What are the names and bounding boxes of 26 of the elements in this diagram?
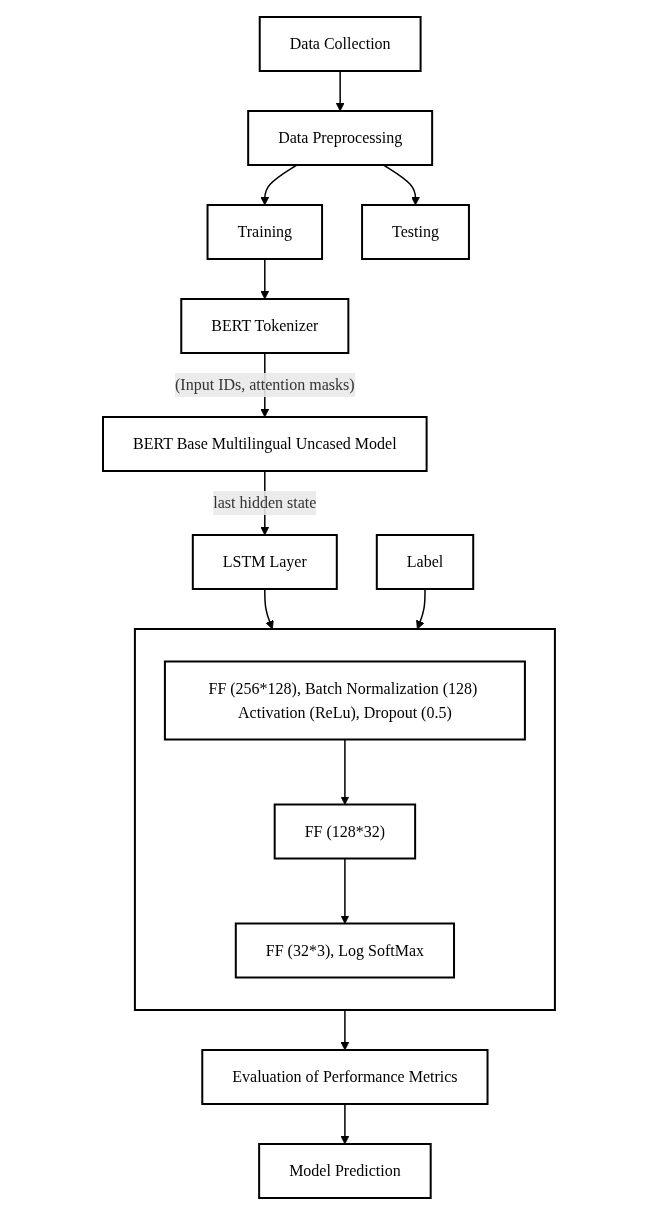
node-box: FF (32*3), Log SoftMax: [234, 922, 455, 978]
node-box: Data Preprocessing: [246, 109, 433, 166]
arrow: [335, 69, 345, 111]
node-box: Label: [375, 533, 474, 590]
arrow: [340, 1008, 349, 1050]
node-box: Model Prediction: [257, 1142, 432, 1199]
edge-label: last hidden state: [212, 493, 316, 511]
cluster: [133, 627, 556, 1011]
arrow: [340, 857, 349, 924]
arrow: [340, 1102, 349, 1144]
node-box: Training: [206, 203, 323, 260]
arrow: [259, 163, 298, 205]
node-box: Data Collection: [258, 15, 422, 72]
node-box: Evaluation of Performance Metrics: [200, 1048, 489, 1105]
node-box: BERT Base Multilingual Uncased Model: [101, 415, 428, 472]
arrow: [382, 163, 420, 205]
node-box: FF (256*128), Batch Normalization (128) Activation (ReLu), Dropout (0.5): [163, 660, 526, 740]
arrow: [263, 587, 274, 629]
node-box: LSTM Layer: [191, 533, 338, 590]
arrow: [259, 257, 269, 299]
arrow: [340, 738, 349, 805]
edge-label: (Input IDs, attention masks): [174, 375, 355, 393]
arrow: [415, 587, 426, 629]
node-box: FF (128*32): [273, 803, 416, 859]
node-box: BERT Tokenizer: [179, 297, 349, 354]
node-box: Testing: [360, 203, 470, 260]
